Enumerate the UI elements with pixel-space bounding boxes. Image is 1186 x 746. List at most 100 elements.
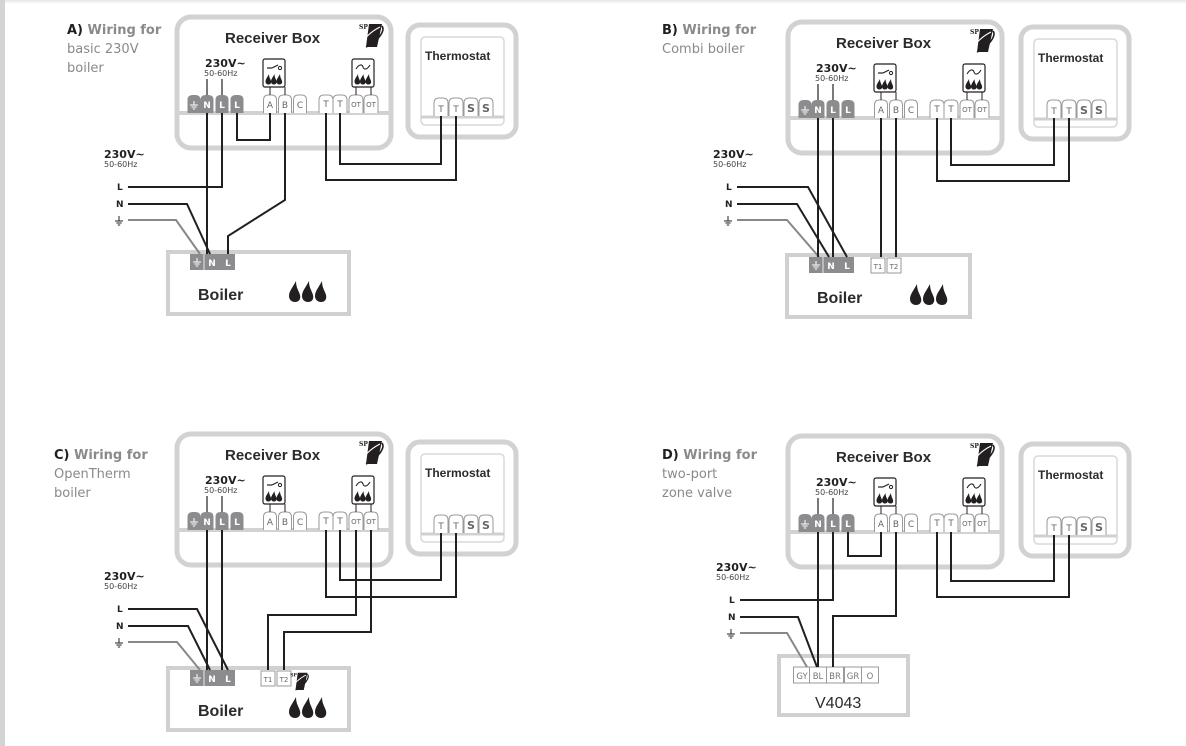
terminal-label: N (208, 259, 216, 269)
terminal-label: N (814, 106, 822, 116)
valve-model-label: V4043 (815, 695, 861, 712)
thermostat-title: Thermostat (425, 49, 490, 63)
zone-valve-box (777, 654, 910, 717)
boiler-signal-terminal-1 (886, 257, 902, 274)
flames-glyph (910, 284, 948, 305)
terminal-label: T (1050, 524, 1057, 534)
terminal-power-3 (230, 512, 244, 530)
valve-terminal-label: BR (829, 672, 841, 682)
receiver-box-title: Receiver Box (836, 35, 932, 52)
supply-neutral-label: N (116, 200, 124, 210)
supply-frequency-label: 50-60Hz (104, 160, 137, 169)
wire (128, 219, 201, 255)
wire (936, 532, 1070, 598)
supply-frequency-label: 50-60Hz (104, 582, 137, 591)
wire (740, 632, 808, 668)
earth-glyph (114, 215, 124, 226)
terminal-label: C (908, 520, 914, 530)
terminal-power-1 (200, 95, 214, 113)
switch-blade (882, 69, 890, 74)
terminal-label: T (437, 105, 444, 115)
caption-text: zone valve (662, 486, 732, 501)
wire (227, 113, 286, 254)
voltage-label: 230V~ (816, 62, 857, 75)
thermostat-terminal-1 (448, 97, 464, 116)
opentherm-signal-icon (351, 475, 375, 505)
frequency-label: 50-60Hz (204, 486, 237, 495)
terminal-label: L (830, 106, 836, 116)
wire (737, 186, 848, 258)
switch-blade (882, 483, 890, 488)
terminal-label: S (1095, 521, 1103, 534)
thermostat-terminal-0 (1046, 99, 1062, 118)
earth-glyph (114, 637, 124, 648)
terminal-relay-2 (904, 99, 918, 118)
caption-text: basic 230V (67, 42, 139, 57)
wire (950, 118, 1055, 166)
valve-terminal-2 (826, 666, 844, 684)
terminal-label: T (1065, 107, 1072, 117)
supply-earth-icon (114, 215, 124, 226)
terminal-comm-0 (318, 94, 334, 113)
switch-contact (888, 70, 894, 76)
boiler-label: Boiler (198, 703, 243, 720)
supply-voltage-label: 230V~ (104, 570, 145, 583)
terminal-label: L (845, 520, 851, 530)
terminal-label: OT (351, 101, 362, 109)
caption-text: Wiring for (683, 448, 757, 463)
supply-voltage-label: 230V~ (104, 148, 145, 161)
terminal-label: L (845, 106, 851, 116)
switch-contact (277, 65, 283, 71)
supply-earth-icon (723, 215, 733, 226)
ac-wave (966, 483, 982, 489)
terminal-power-3 (841, 100, 855, 118)
relay-switch-icon (873, 63, 897, 93)
earth-glyph (723, 215, 733, 226)
caption-text: OpenTherm (54, 467, 131, 482)
terminal-label: L (844, 262, 850, 272)
terminal-label: OT (366, 101, 377, 109)
terminal-power-1 (811, 100, 825, 118)
caption-letter: D) (662, 448, 683, 463)
diagram-caption: C) Wiring for (54, 448, 148, 463)
terminal-label: S (467, 519, 475, 532)
terminal-label: N (814, 520, 822, 530)
valve-terminal-label: GY (796, 672, 808, 682)
terminal-label: T (933, 105, 940, 115)
terminal-label: OT (977, 106, 988, 114)
caption-text: Wiring for (74, 448, 148, 463)
supply-earth-icon (726, 628, 736, 639)
terminal-comm-0 (318, 511, 334, 530)
wire (339, 113, 442, 165)
terminal-label: T1 (263, 676, 273, 684)
boiler-power-terminals (190, 254, 235, 270)
valve-terminal-4 (861, 666, 879, 684)
boiler-power-terminals (809, 257, 854, 273)
terminal-label: B (282, 101, 288, 111)
caption-text: Combi boiler (662, 42, 745, 57)
terminal-power-1 (811, 514, 825, 532)
terminal-label: L (219, 518, 225, 528)
terminal-label: T (452, 522, 459, 532)
supply-neutral-label: N (728, 613, 736, 623)
flames-glyph (289, 697, 327, 718)
valve-terminal-label: GR (847, 672, 860, 682)
frequency-label: 50-60Hz (815, 488, 848, 497)
wire (267, 530, 357, 670)
terminal-label: L (225, 259, 231, 269)
terminal-comm-1 (332, 94, 348, 113)
thermostat-terminal-3 (1091, 99, 1107, 118)
terminal-comm-1 (943, 99, 959, 118)
diagram-caption: D) Wiring for (662, 448, 758, 463)
wire (740, 616, 818, 668)
terminal-label: A (878, 106, 885, 116)
thermostat-title: Thermostat (1038, 51, 1103, 65)
terminal-power-2 (826, 100, 840, 118)
terminal-label: N (203, 101, 211, 111)
terminal-label: T2 (889, 263, 899, 271)
thermostat-terminal-2 (463, 514, 479, 533)
valve-terminal-label: O (867, 672, 874, 682)
thermostat-terminal-2 (1076, 99, 1092, 118)
terminal-label: OT (962, 106, 973, 114)
